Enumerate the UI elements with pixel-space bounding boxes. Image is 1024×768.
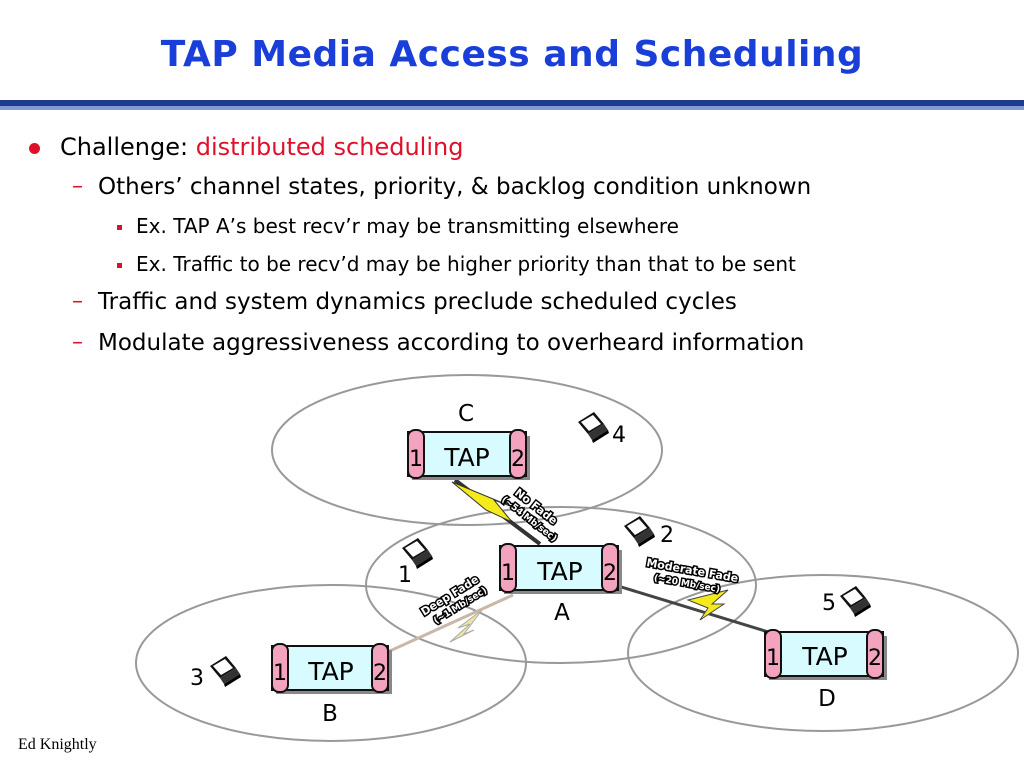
coverage-cell-c <box>271 374 663 526</box>
coverage-cell-a <box>365 506 757 664</box>
moderate-fade-annotation: Moderate Fade (~20 Mb/sec) <box>644 555 741 597</box>
subsub-priority: Ex. Traffic to be recv’d may be higher p… <box>136 252 796 276</box>
tap-c-port1: 1 <box>409 447 423 472</box>
bullet-challenge: Challenge: distributed scheduling <box>60 133 463 161</box>
tap-node-d: 1 TAP 2 D <box>764 629 887 712</box>
client-3-label: 3 <box>190 666 204 691</box>
tap-b-port2: 2 <box>373 661 387 686</box>
laptop-icon <box>624 516 655 547</box>
tap-d-port2: 2 <box>868 646 882 671</box>
dash-marker: – <box>72 174 83 199</box>
link-deep-fade <box>369 593 514 662</box>
slide-title: TAP Media Access and Scheduling <box>160 34 864 75</box>
tap-a-port2: 2 <box>603 561 617 586</box>
no-fade-annotation: No Fade (~54 Mb/sec) <box>498 485 561 546</box>
link-no-fade <box>451 478 542 546</box>
bullet-dot <box>29 143 40 154</box>
bullet-challenge-highlight: distributed scheduling <box>195 133 464 161</box>
square-marker <box>117 225 122 230</box>
tap-node-a: 1 TAP 2 A <box>499 543 622 626</box>
subbullet-dynamics: Traffic and system dynamics preclude sch… <box>98 289 737 315</box>
tap-c-name: C <box>458 401 474 427</box>
dash-marker: – <box>72 289 83 314</box>
tap-a-name: A <box>554 600 570 626</box>
client-1-label: 1 <box>398 563 412 588</box>
title-rule <box>0 100 1024 106</box>
bullet-challenge-prefix: Challenge: <box>60 133 196 161</box>
tap-b-port1: 1 <box>273 661 287 686</box>
coverage-cell-b <box>135 584 527 742</box>
author-footer: Ed Knightly <box>18 736 97 753</box>
tap-c-port2: 2 <box>511 447 525 472</box>
square-marker <box>117 263 122 268</box>
client-5-label: 5 <box>822 591 836 616</box>
tap-b-label: TAP <box>307 657 354 686</box>
subsub-best-recvr: Ex. TAP A’s best recv’r may be transmitt… <box>136 214 679 238</box>
tap-node-c: 1 TAP 2 C <box>407 401 530 480</box>
title-rule-shadow <box>0 106 1024 110</box>
laptop-icon <box>840 586 871 617</box>
tap-d-name: D <box>818 686 836 712</box>
tap-a-label: TAP <box>536 557 583 586</box>
tap-a-port1: 1 <box>501 561 515 586</box>
tap-c-label: TAP <box>443 443 490 472</box>
laptop-icon <box>578 412 609 443</box>
tap-d-port1: 1 <box>766 646 780 671</box>
subbullet-channel-states: Others’ channel states, priority, & back… <box>98 174 812 200</box>
tap-node-b: 1 TAP 2 B <box>271 643 392 727</box>
dash-marker: – <box>72 330 83 355</box>
subbullet-modulate: Modulate aggressiveness according to ove… <box>98 330 805 356</box>
coverage-cell-d <box>627 574 1019 732</box>
tap-b-name: B <box>322 701 338 727</box>
client-4-label: 4 <box>612 423 626 448</box>
client-2-label: 2 <box>660 523 674 548</box>
link-moderate-fade <box>617 584 776 636</box>
tap-d-label: TAP <box>801 642 848 671</box>
laptop-icon <box>210 656 241 687</box>
